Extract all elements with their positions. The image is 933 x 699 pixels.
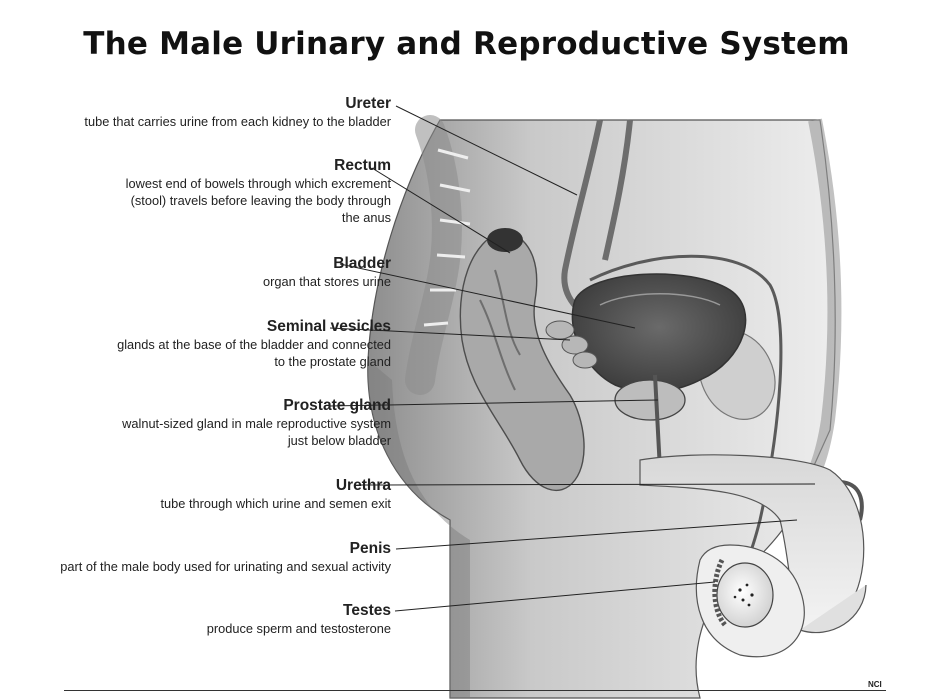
label-rectum-desc-1: lowest end of bowels through which excre… [125,176,391,191]
bladder [571,273,747,393]
label-urethra: Urethra tube through which urine and sem… [161,477,392,512]
leader-urethra [357,483,816,486]
label-seminal-vesicles: Seminal vesicles glands at the base of t… [117,318,391,370]
label-rectum-name: Rectum [334,157,391,174]
label-urethra-desc-1: tube through which urine and semen exit [160,496,392,511]
label-testes-name: Testes [343,602,391,619]
label-seminal-vesicles-desc-2: to the prostate gland [274,354,391,369]
label-penis: Penis part of the male body used for uri… [60,540,391,575]
label-prostate-gland: Prostate gland walnut-sized gland in mal… [122,397,391,449]
leader-bladder [339,263,636,329]
leader-seminal-vesicles [329,327,571,341]
label-bladder: Bladder organ that stores urine [263,255,391,290]
leader-prostate [329,399,659,407]
credit-nci: NCI [868,680,882,689]
label-ureter: Ureter tube that carries urine from each… [84,95,391,130]
label-ureter-desc-1: tube that carries urine from each kidney… [84,114,391,129]
label-prostate-gland-desc-1: walnut-sized gland in male reproductive … [122,416,391,431]
label-urethra-name: Urethra [335,477,391,494]
label-bladder-name: Bladder [333,255,391,272]
label-prostate-gland-name: Prostate gland [283,397,391,414]
leader-testes [394,581,716,612]
leader-ureter [395,105,578,196]
label-testes-desc-1: produce sperm and testosterone [206,621,391,636]
label-ureter-name: Ureter [345,95,391,112]
label-seminal-vesicles-desc-1: glands at the base of the bladder and co… [117,337,391,352]
label-rectum: Rectum lowest end of bowels through whic… [126,157,391,226]
label-testes: Testes produce sperm and testosterone [207,602,391,637]
leader-lines [329,105,816,612]
seminal-vesicles [545,320,598,369]
spine [405,115,471,395]
footer-divider [64,690,886,691]
leader-penis [395,519,798,550]
leader-rectum [371,167,511,254]
label-seminal-vesicles-name: Seminal vesicles [266,318,391,335]
label-bladder-desc-1: organ that stores urine [262,274,391,289]
penis [639,454,867,634]
vas-deferens [589,254,783,592]
label-penis-name: Penis [349,540,391,557]
label-penis-desc-1: part of the male body used for urinating… [60,559,391,574]
rectum [459,228,585,491]
label-rectum-desc-2: (stool) travels before leaving the body … [130,193,391,208]
diagram-title: The Male Urinary and Reproductive System [83,26,850,62]
testes [695,544,805,658]
label-rectum-desc-3: the anus [341,210,391,225]
label-prostate-gland-desc-2: just below bladder [287,433,391,448]
